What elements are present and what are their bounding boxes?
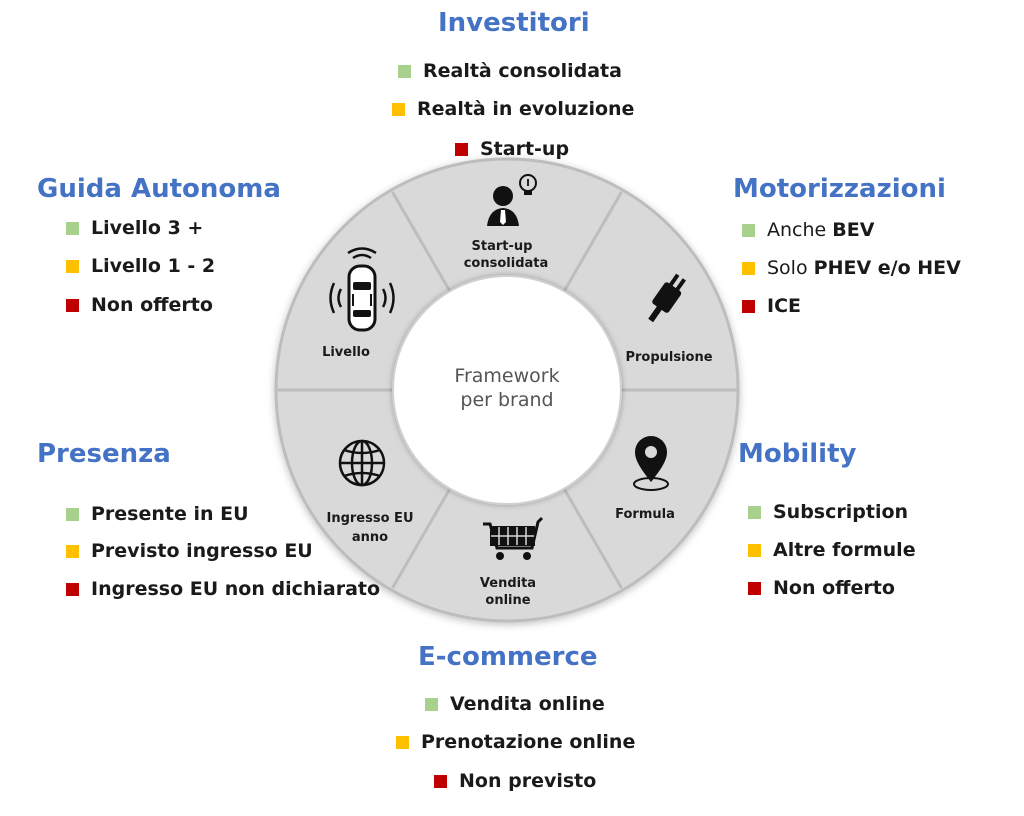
green-square-icon <box>66 221 79 235</box>
guida-item-yellow: Livello 1 - 2 <box>66 255 215 277</box>
red-square-icon <box>742 299 755 313</box>
inner-circle <box>392 275 622 505</box>
ecommerce-title: E-commerce <box>418 642 598 672</box>
motorizzazioni-item-yellow: Solo PHEV e/o HEV <box>742 257 961 279</box>
ecommerce-item-yellow: Prenotazione online <box>396 731 635 753</box>
motorizzazioni-title: Motorizzazioni <box>733 174 946 204</box>
shopping-cart-icon <box>483 516 544 560</box>
autonomous-car-icon <box>329 247 395 332</box>
green-square-icon <box>742 223 755 237</box>
yellow-square-icon <box>66 259 79 273</box>
guida-item-green: Livello 3 + <box>66 217 203 239</box>
green-square-icon <box>66 507 79 521</box>
segment-livello-label: Livello <box>322 345 370 360</box>
red-square-icon <box>66 298 79 312</box>
presenza-title: Presenza <box>37 439 171 469</box>
red-square-icon <box>434 774 447 788</box>
investitori-item-red: Start-up <box>455 138 569 160</box>
investitori-item-green: Realtà consolidata <box>398 60 622 82</box>
yellow-square-icon <box>748 543 761 557</box>
presenza-item-yellow: Previsto ingresso EU <box>66 540 313 562</box>
investitori-title: Investitori <box>438 8 590 38</box>
red-square-icon <box>748 581 761 595</box>
red-square-icon <box>66 582 79 596</box>
motorizzazioni-item-green: Anche BEV <box>742 219 874 241</box>
segment-vendita-label-1: Vendita <box>480 576 536 591</box>
guida-item-red: Non offerto <box>66 294 213 316</box>
mobility-item-red: Non offerto <box>748 577 895 599</box>
yellow-square-icon <box>742 261 755 275</box>
ecommerce-item-red: Non previsto <box>434 770 596 792</box>
segment-vendita-label-2: online <box>485 593 530 608</box>
presenza-item-red: Ingresso EU non dichiarato <box>66 578 380 600</box>
segment-startup-label-1: Start-up <box>472 239 533 254</box>
motorizzazioni-item-red: ICE <box>742 295 801 317</box>
mobility-title: Mobility <box>738 439 857 469</box>
center-label-line2: per brand <box>460 389 553 411</box>
green-square-icon <box>398 64 411 78</box>
ecommerce-item-green: Vendita online <box>425 693 605 715</box>
investitori-item-yellow: Realtà in evoluzione <box>392 98 634 120</box>
center-label-line1: Framework <box>454 365 559 387</box>
mobility-item-green: Subscription <box>748 501 908 523</box>
map-pin-icon <box>633 436 669 491</box>
presenza-item-green: Presente in EU <box>66 503 249 525</box>
segment-formula-label: Formula <box>615 507 675 522</box>
yellow-square-icon <box>396 735 409 749</box>
mobility-item-yellow: Altre formule <box>748 539 916 561</box>
yellow-square-icon <box>392 102 405 116</box>
globe-icon <box>338 439 386 487</box>
segment-ingresso-label-1: Ingresso EU <box>327 511 414 526</box>
yellow-square-icon <box>66 544 79 558</box>
guida-title: Guida Autonoma <box>37 174 281 204</box>
segment-startup-label-2: consolidata <box>464 256 549 271</box>
segment-propulsione-label: Propulsione <box>625 350 712 365</box>
green-square-icon <box>748 505 761 519</box>
electric-plug-icon <box>648 273 686 323</box>
segment-ingresso-label-2: anno <box>352 530 388 545</box>
red-square-icon <box>455 142 468 156</box>
businessman-lightbulb-icon <box>487 174 537 226</box>
green-square-icon <box>425 697 438 711</box>
